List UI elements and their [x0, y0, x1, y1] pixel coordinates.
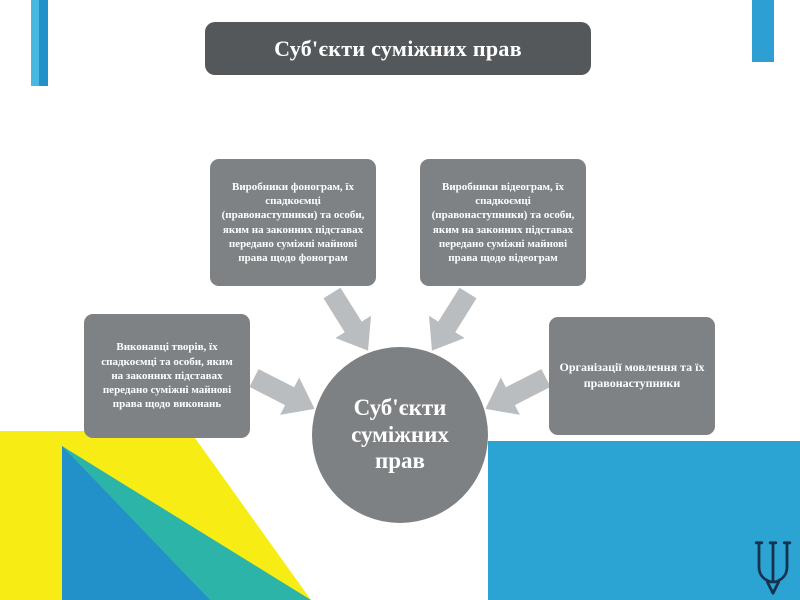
node-producers-of-videograms-label: Виробники відеограм, їх спадкоємці (прав…: [431, 180, 575, 265]
arrow-broadcasters-to-center: [485, 369, 551, 415]
node-broadcasting-organizations: Організації мовлення та їх правонаступни…: [549, 317, 715, 435]
slide-title-banner: Суб'єкти суміжних прав: [205, 22, 591, 75]
decor-blue-stripe-top-left: [31, 0, 48, 86]
decor-bottom-left-shapes: [0, 431, 311, 600]
node-performers-label: Виконавці творів, їх спадкоємці та особи…: [101, 341, 233, 411]
decor-blue-triangle: [62, 446, 210, 600]
slide-title: Суб'єкти суміжних прав: [274, 35, 522, 61]
node-broadcasting-organizations-label: Організації мовлення та їх правонаступни…: [559, 360, 705, 390]
node-performers: Виконавці творів, їх спадкоємці та особи…: [84, 314, 250, 438]
node-producers-of-videograms: Виробники відеограм, їх спадкоємці (прав…: [420, 159, 586, 286]
arrow-performers-to-center: [249, 369, 315, 415]
decor-blue-rect-top-right: [752, 0, 774, 62]
decor-blue-band-bottom-right: [488, 441, 800, 600]
node-producers-of-phonograms: Виробники фонограм, їх спадкоємці (право…: [210, 159, 376, 286]
diagram-center-label: Суб'єкти суміжних прав: [351, 395, 449, 474]
node-producers-of-phonograms-label: Виробники фонограм, їх спадкоємці (право…: [221, 180, 365, 265]
diagram-center-circle: Суб'єкти суміжних прав: [312, 347, 488, 523]
